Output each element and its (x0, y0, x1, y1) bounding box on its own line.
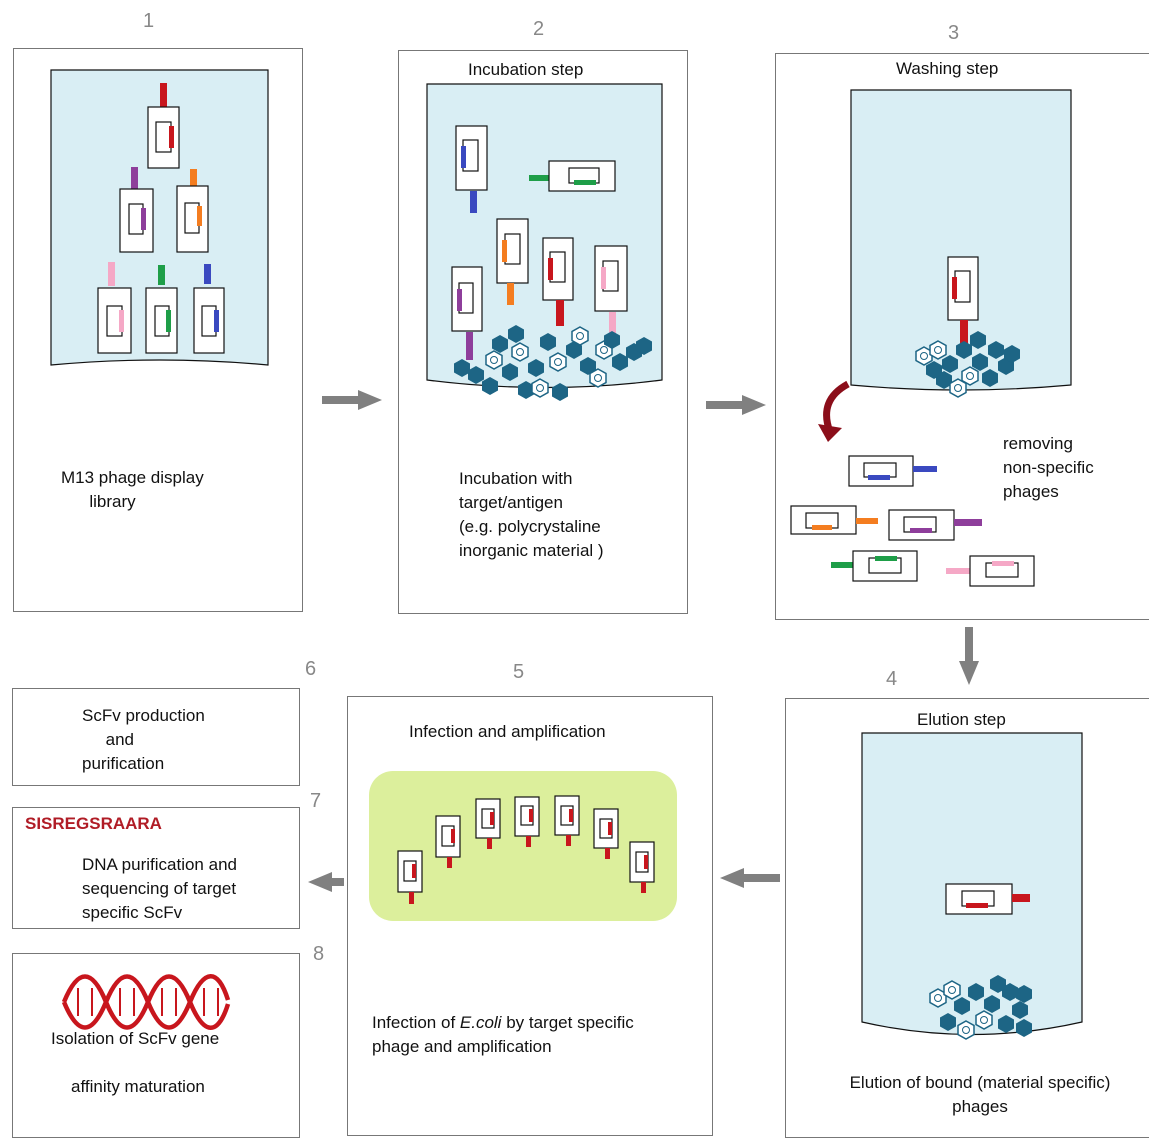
elution-caption: Elution of bound (material specific) pha… (849, 1073, 1111, 1116)
process-arrows (308, 390, 979, 892)
ecoli-name: E.coli (459, 1013, 502, 1032)
amplification-title: Infection and amplification (409, 722, 606, 741)
incubation-caption: Incubation with target/antigen (e.g. pol… (459, 469, 604, 560)
incubation-title: Incubation step (468, 60, 584, 79)
step-number-8: 8 (313, 943, 325, 965)
step-number-3: 3 (948, 22, 960, 44)
isolation-caption: Isolation of ScFv gene (51, 1029, 220, 1048)
washing-caption: removing non-specific phages (1003, 434, 1094, 501)
step-number-6: 6 (305, 658, 317, 680)
washing-bound-phage (947, 256, 979, 346)
sequence-label: SISREGSRAARA (25, 814, 162, 833)
maturation-caption: affinity maturation (71, 1077, 205, 1096)
library-caption: M13 phage display library (61, 468, 204, 511)
step-number-5: 5 (513, 661, 525, 683)
tube-3 (850, 89, 1072, 391)
elution-title: Elution step (917, 710, 1006, 729)
sequencing-caption: DNA purification and sequencing of targe… (82, 855, 237, 922)
dna-helix-icon (61, 974, 231, 1030)
step-number-1: 1 (143, 10, 155, 32)
incubation-phages (451, 125, 628, 360)
step-number-2: 2 (533, 18, 545, 40)
removed-phages (790, 455, 1035, 587)
panel-6-production (12, 688, 300, 786)
amplified-phages (397, 795, 655, 904)
amplification-caption: Infection of E.coli by target specific p… (372, 1011, 634, 1059)
panel-7-sequencing (12, 807, 300, 929)
amplification-caption-pre: Infection of (372, 1013, 460, 1032)
amplification-caption-post: by target specific phage and amplificati… (372, 1013, 634, 1056)
step-number-4: 4 (886, 668, 898, 690)
washing-title: Washing step (896, 59, 999, 78)
washing-curved-arrow (823, 380, 850, 434)
production-caption: ScFv production and purification (82, 706, 205, 773)
step-number-7: 7 (310, 790, 322, 812)
eluted-phage (945, 883, 1030, 915)
library-phages (97, 83, 225, 354)
